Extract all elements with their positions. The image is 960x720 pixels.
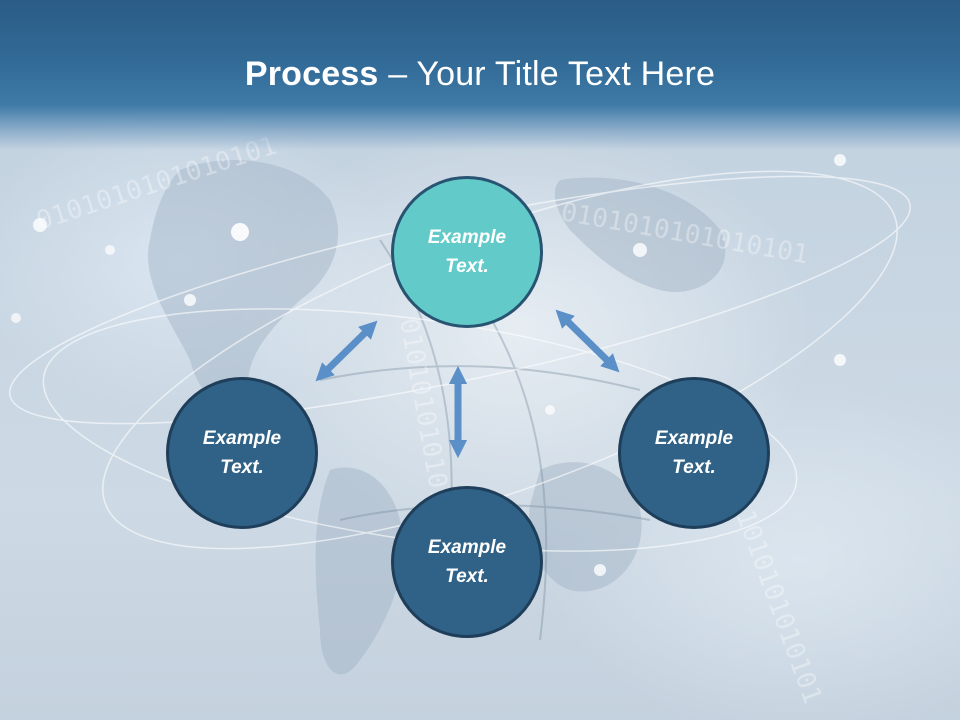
node-right-label: Example Text.	[654, 428, 734, 478]
title-bold: Process	[244, 55, 379, 93]
arrow-top-right	[555, 309, 620, 373]
process-node-top: Example Text.	[391, 176, 543, 328]
slide-title: Process – Your Title Text Here	[0, 52, 960, 96]
node-top-label: Example Text.	[427, 227, 507, 277]
node-left-label: Example Text.	[202, 428, 282, 478]
arrow-left-top	[315, 320, 378, 382]
title-rest: – Your Title Text Here	[378, 55, 716, 93]
process-node-left: Example Text.	[166, 377, 318, 529]
process-node-right: Example Text.	[618, 377, 770, 529]
node-bottom-label: Example Text.	[427, 537, 507, 587]
title-bar: Process – Your Title Text Here	[0, 0, 960, 150]
process-node-bottom: Example Text.	[391, 486, 543, 638]
